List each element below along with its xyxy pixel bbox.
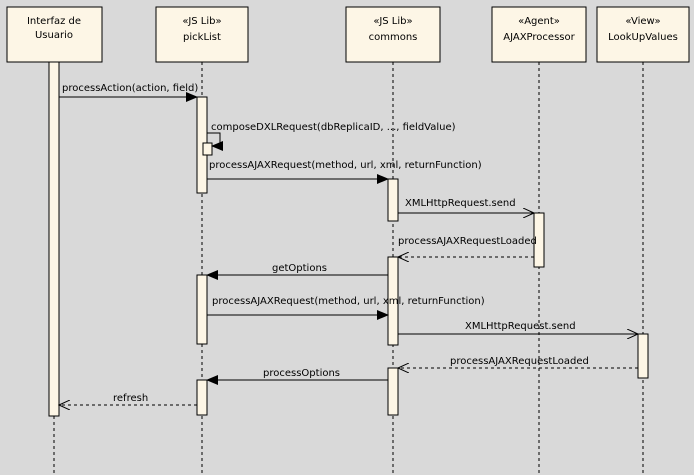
message-label: processAJAXRequest(method, url, xml, ret…	[209, 160, 482, 171]
participant-ajax: «Agent» AJAXProcessor	[491, 6, 587, 63]
activation-bar-ui	[48, 61, 60, 417]
participant-name-line: pickList	[183, 32, 221, 43]
participant-name-line: Interfaz de	[27, 16, 81, 27]
message-label: processOptions	[263, 368, 340, 379]
participant-lookup: «View» LookUpValues	[596, 6, 690, 63]
message-label: processAJAXRequestLoaded	[450, 356, 589, 367]
participant-picklist: «JS Lib» pickList	[155, 6, 249, 63]
activation-bar-lookup	[637, 333, 649, 379]
participant-box	[345, 6, 441, 63]
message-label: processAJAXRequest(method, url, xml, ret…	[212, 296, 485, 307]
participant-name-line: Usuario	[35, 30, 73, 41]
message-label: processAction(action, field)	[62, 83, 198, 94]
participant-box	[596, 6, 690, 63]
message-label: getOptions	[272, 263, 327, 274]
participant-commons: «JS Lib» commons	[345, 6, 441, 63]
message-label: refresh	[113, 393, 148, 404]
participant-stereotype: «View»	[625, 16, 660, 27]
activation-bars	[48, 61, 649, 417]
activation-bar-picklist	[196, 274, 208, 345]
participant-ui: Interfaz de Usuario	[6, 6, 103, 63]
participant-name-line: AJAXProcessor	[503, 32, 575, 43]
participant-stereotype: «Agent»	[518, 16, 560, 27]
participant-name-line: LookUpValues	[608, 32, 678, 43]
message-label: XMLHttpRequest.send	[405, 198, 516, 209]
activation-bar-picklist-self	[202, 142, 213, 156]
activation-bar-commons	[387, 178, 399, 222]
activation-bar-ajax	[533, 212, 545, 268]
messages: processAction(action, field) composeDXLR…	[59, 83, 638, 405]
message-label: XMLHttpRequest.send	[465, 321, 576, 332]
participant-box	[491, 6, 587, 63]
participant-box	[6, 6, 103, 63]
participant-box	[155, 6, 249, 63]
activation-bar-commons	[387, 256, 399, 346]
participant-stereotype: «JS Lib»	[373, 16, 412, 27]
participant-stereotype: «JS Lib»	[182, 16, 221, 27]
activation-bar-commons	[387, 367, 399, 416]
activation-bar-picklist	[196, 379, 208, 416]
message-arrow	[207, 132, 223, 151]
message-label: processAJAXRequestLoaded	[398, 236, 537, 247]
message-label: composeDXLRequest(dbReplicaID, ..., fiel…	[211, 122, 456, 133]
participant-name-line: commons	[369, 32, 418, 43]
